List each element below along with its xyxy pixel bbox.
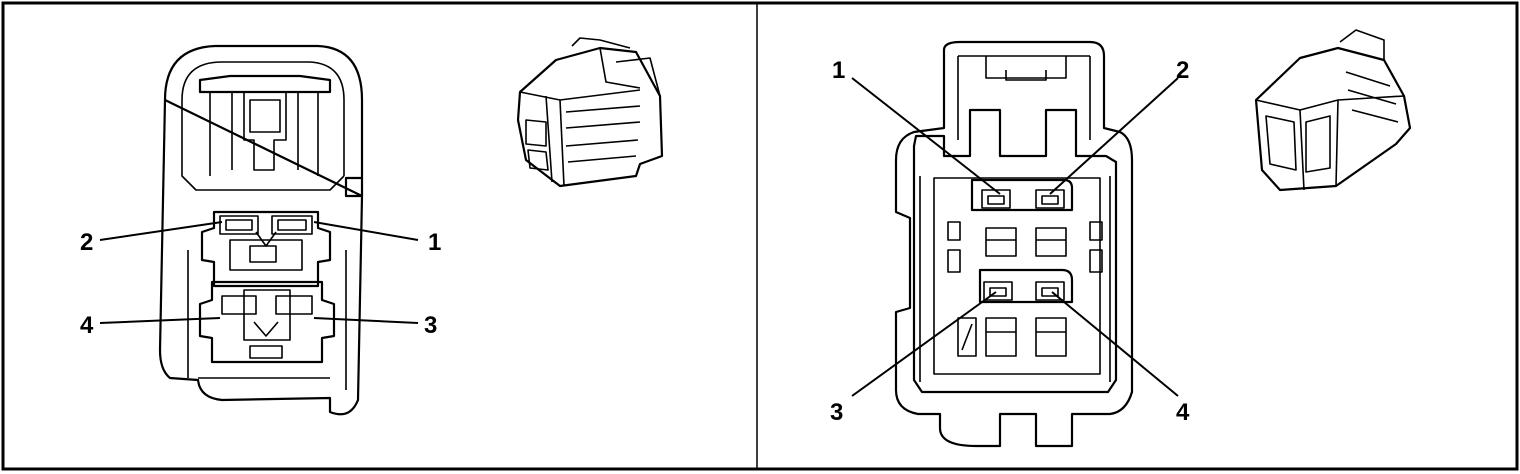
left-connector-3d-view	[516, 37, 664, 188]
right-pin-4-label: 4	[1176, 399, 1190, 426]
right-connector-3d-view	[1254, 29, 1412, 192]
right-pin-2-label: 2	[1176, 57, 1189, 84]
left-pin-3-label: 3	[424, 312, 437, 339]
left-pin-1-label: 1	[428, 229, 441, 256]
left-pin-4-label: 4	[80, 312, 94, 339]
right-leader-lines	[851, 77, 1179, 397]
right-pin-1-label: 1	[832, 57, 845, 84]
left-leader-lines	[99, 221, 419, 324]
left-pin-2-label: 2	[80, 229, 93, 256]
left-connector-face	[158, 44, 364, 416]
right-pin-3-label: 3	[830, 399, 843, 426]
right-connector-face	[894, 40, 1134, 448]
